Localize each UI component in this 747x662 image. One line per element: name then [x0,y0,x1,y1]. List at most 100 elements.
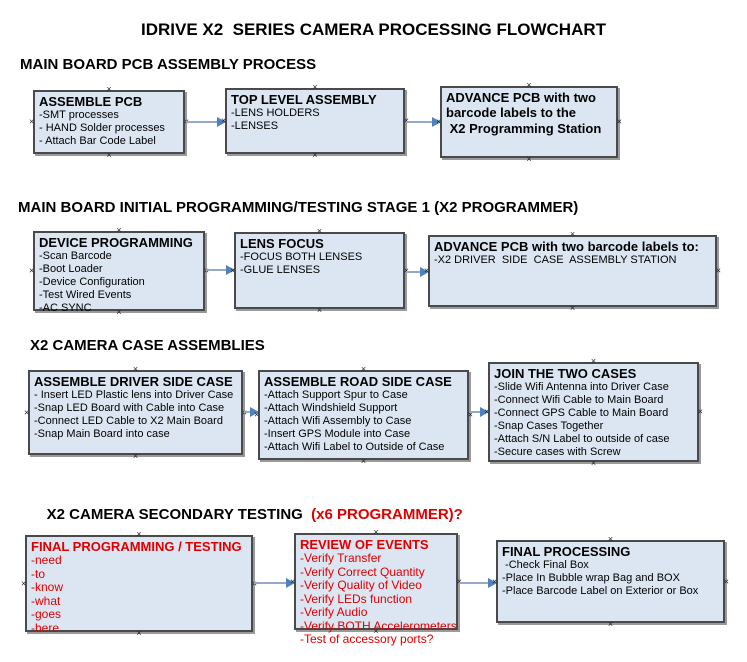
box-line: -Verify Transfer [300,551,382,565]
connector-handle-icon [133,365,138,374]
arrow-line [406,121,433,123]
box-title: ASSEMBLE ROAD SIDE CASE [264,374,452,389]
box-line: -SMT processes [39,109,119,121]
connector-handle-icon [591,459,596,468]
box-line: -Snap Main Board into case [34,428,170,440]
connector-handle-icon [373,627,378,636]
connector-handle-icon [716,267,721,276]
box-line: barcode labels to the [446,105,577,120]
box-line: -Device Configuration [39,276,145,288]
flow-arrow[interactable] [459,578,497,588]
box-line: -Slide Wifi Antenna into Driver Case [494,381,669,393]
box-line: -LENSES [231,120,279,132]
flow-box-lens-focus[interactable]: LENS FOCUS -FOCUS BOTH LENSES -GLUE LENS… [234,232,405,309]
box-title: ADVANCE PCB with two [446,90,596,105]
connector-handle-icon [136,530,141,539]
box-line: -need [31,553,62,567]
box-title: ADVANCE PCB with two barcode labels to: [434,239,699,254]
box-title: JOIN THE TWO CASES [494,366,637,381]
connector-handle-icon [204,267,209,276]
arrow-line [254,582,287,584]
box-line: -LENS HOLDERS [231,107,320,119]
box-line: - Attach Bar Code Label [39,135,156,147]
box-line: -Place In Bubble wrap Bag and BOX [502,572,680,584]
connector-handle-icon [526,155,531,164]
box-line: -X2 DRIVER SIDE CASE ASSEMBLY STATION [434,254,677,266]
box-line: -know [31,580,64,594]
box-line: -Verify Audio [300,605,368,619]
flow-box-assemble-road-side-case[interactable]: ASSEMBLE ROAD SIDE CASE -Attach Support … [258,370,469,460]
box-title: FINAL PROGRAMMING / TESTING [31,539,242,554]
box-line: -AC SYNC [39,302,92,314]
arrow-line [206,269,227,271]
flow-box-device-programming[interactable]: DEVICE PROGRAMMING -Scan Barcode -Boot L… [33,231,205,314]
box-line: -Attach Wifi Label to Outside of Case [264,441,445,453]
box-line: -GLUE LENSES [240,264,321,276]
connector-handle-icon [526,81,531,90]
box-line: -Place Barcode Label on Exterior or Box [502,585,699,597]
flow-box-final-programming-testing[interactable]: FINAL PROGRAMMING / TESTING -need -to -k… [25,535,253,634]
section-header-initial-programming: MAIN BOARD INITIAL PROGRAMMING/TESTING S… [18,199,579,216]
page-title: IDRIVE X2 SERIES CAMERA PROCESSING FLOWC… [140,20,607,39]
connector-handle-icon [724,577,729,586]
connector-handle-icon [106,85,111,94]
box-line: -Snap LED Board with Cable into Case [34,402,225,414]
box-line: -Insert GPS Module into Case [264,428,411,440]
connector-handle-icon [492,577,497,586]
section-header-pcb-assembly: MAIN BOARD PCB ASSEMBLY PROCESS [20,56,317,73]
box-line: - Insert LED Plastic lens into Driver Ca… [34,389,234,401]
box-line: -Verify Correct Quantity [300,564,425,579]
connector-handle-icon [133,452,138,461]
connector-handle-icon [608,620,613,629]
connector-handle-icon [436,118,441,127]
box-line: -FOCUS BOTH LENSES [240,251,363,263]
box-line: - HAND Solder processes [39,122,165,134]
connector-handle-icon [361,457,366,466]
connector-handle-icon [617,118,622,127]
box-line: -Attach Support Spur to Case [264,389,408,401]
box-line: -goes [31,607,62,621]
flow-box-advance-pcb-programming-station[interactable]: ADVANCE PCB with two barcode labels to t… [440,86,618,158]
box-line: -Scan Barcode [39,250,112,262]
flow-arrow[interactable] [406,117,441,127]
box-line: -Connect GPS Cable to Main Board [494,407,669,419]
box-line: -Attach Wifi Assembly to Case [264,415,412,427]
box-line: -Verify BOTH Accelerometers [300,618,457,633]
arrow-line [470,411,481,413]
flow-box-assemble-pcb[interactable]: ASSEMBLE PCB -SMT processes - HAND Solde… [33,90,185,154]
flow-box-assemble-driver-side-case[interactable]: ASSEMBLE DRIVER SIDE CASE - Insert LED P… [28,370,243,455]
connector-handle-icon [221,117,226,126]
box-line: -Attach S/N Label to outside of case [494,433,670,445]
flow-arrow[interactable] [186,117,226,127]
section-header-text: X2 CAMERA SECONDARY TESTING [46,506,307,523]
connector-handle-icon [484,408,489,417]
box-line: -Connect Wifi Cable to Main Board [494,394,664,406]
connector-handle-icon [290,577,295,586]
connector-handle-icon [254,411,259,420]
connector-handle-icon [230,266,235,275]
box-line: -Test of accessory ports? [300,632,434,646]
connector-handle-icon [424,267,429,276]
box-line: -Snap Cases Together [494,420,604,432]
flow-box-final-processing[interactable]: FINAL PROCESSING -Check Final Box -Place… [496,540,725,623]
box-line: -Check Final Box [502,559,589,571]
box-title: REVIEW OF EVENTS [300,537,429,552]
box-line: -Secure cases with Screw [494,446,621,458]
section-header-highlight: (x6 PROGRAMMER)? [306,506,463,523]
flow-arrow[interactable] [254,578,295,588]
connector-handle-icon [361,365,366,374]
section-header-secondary-testing: X2 CAMERA SECONDARY TESTING (x6 PROGRAMM… [30,489,463,540]
box-title: ASSEMBLE DRIVER SIDE CASE [34,374,233,389]
flow-box-top-level-assembly[interactable]: TOP LEVEL ASSEMBLY -LENS HOLDERS -LENSES [225,88,405,154]
connector-handle-icon [24,408,29,417]
flow-box-advance-pcb-driver-side[interactable]: ADVANCE PCB with two barcode labels to: … [428,235,717,307]
box-line: -here [31,620,60,635]
box-title: ASSEMBLE PCB [39,94,143,109]
connector-handle-icon [116,308,121,317]
connector-handle-icon [136,629,141,638]
flow-box-join-the-two-cases[interactable]: JOIN THE TWO CASES -Slide Wifi Antenna i… [488,362,699,462]
connector-handle-icon [608,535,613,544]
connector-handle-icon [29,267,34,276]
flow-box-review-of-events[interactable]: REVIEW OF EVENTS -Verify Transfer -Verif… [294,533,458,646]
